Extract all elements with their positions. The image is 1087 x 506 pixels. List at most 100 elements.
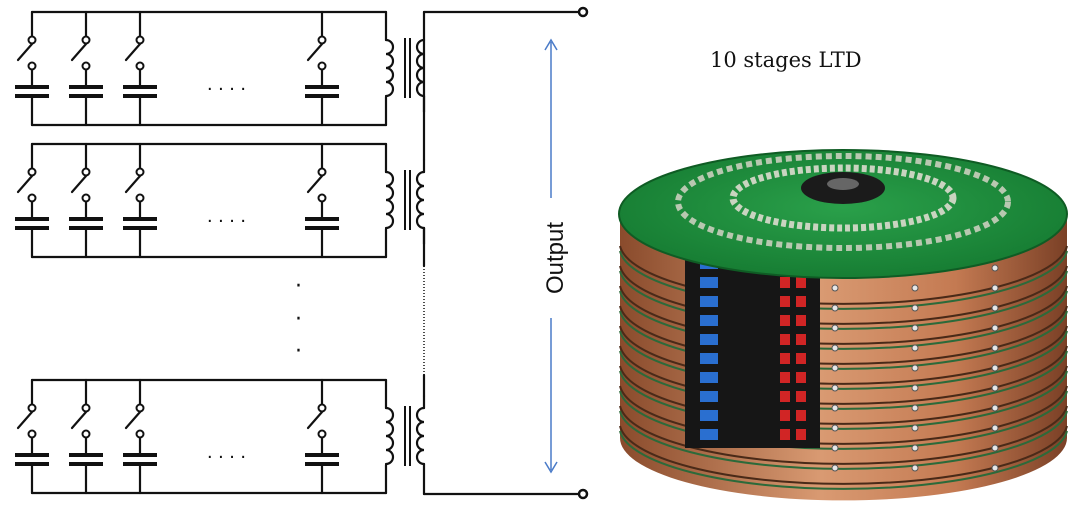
switch-contact bbox=[27, 167, 37, 177]
stage-dots: . . . . bbox=[207, 205, 246, 227]
layer-edge bbox=[619, 325, 1068, 385]
layer-edge bbox=[619, 265, 1068, 325]
red-terminal bbox=[796, 296, 806, 307]
layer-edge bbox=[619, 365, 1068, 425]
switch-blade bbox=[70, 174, 88, 194]
bolt-head bbox=[911, 344, 919, 352]
red-terminal bbox=[780, 353, 790, 364]
output-arrow-head-up bbox=[544, 38, 558, 51]
bolt-head bbox=[911, 464, 919, 472]
switch-capacitor-branch bbox=[123, 10, 157, 127]
switch-contact bbox=[27, 35, 37, 45]
switch-contact bbox=[317, 167, 327, 177]
switch-blade bbox=[306, 42, 324, 62]
ltd-device-photo bbox=[618, 149, 1068, 501]
photo-caption: 10 stages LTD bbox=[710, 48, 862, 72]
layer-pcb-edge bbox=[619, 350, 1068, 410]
bolt-head bbox=[991, 324, 999, 332]
switch-contact bbox=[27, 429, 37, 439]
bolt-head bbox=[911, 424, 919, 432]
red-terminal bbox=[796, 410, 806, 421]
switch-contact bbox=[27, 403, 37, 413]
bolt-head bbox=[991, 424, 999, 432]
output-arrow-head-down bbox=[544, 461, 558, 474]
bolt-head bbox=[911, 304, 919, 312]
switch-contact bbox=[27, 61, 37, 71]
bolt-head bbox=[831, 324, 839, 332]
layer-pcb-edge bbox=[619, 270, 1068, 330]
switch-capacitor-branch bbox=[69, 378, 103, 495]
switch-capacitor-branch bbox=[123, 378, 157, 495]
blue-terminal bbox=[700, 410, 718, 421]
layer-pcb-edge bbox=[619, 370, 1068, 430]
switch-blade bbox=[124, 410, 142, 430]
bolt-head bbox=[991, 464, 999, 472]
blue-terminal bbox=[700, 353, 718, 364]
bolt-head bbox=[831, 284, 839, 292]
red-terminal bbox=[780, 315, 790, 326]
primary-winding bbox=[384, 170, 395, 230]
red-terminal bbox=[796, 334, 806, 345]
layer-edge bbox=[619, 305, 1068, 365]
switch-contact bbox=[81, 429, 91, 439]
red-terminal bbox=[780, 296, 790, 307]
switch-contact bbox=[81, 35, 91, 45]
stage-dots: . . . . bbox=[207, 73, 246, 95]
bolt-head bbox=[831, 424, 839, 432]
output-terminal-bottom bbox=[577, 488, 589, 500]
switch-capacitor-branch bbox=[123, 142, 157, 259]
switch-contact bbox=[81, 193, 91, 203]
layer-pcb-edge bbox=[619, 310, 1068, 370]
ltd-stage bbox=[15, 10, 581, 127]
switch-capacitor-branch bbox=[15, 142, 49, 259]
switch-capacitor-branch bbox=[305, 10, 339, 127]
layer-edge bbox=[619, 345, 1068, 405]
blue-terminal bbox=[700, 372, 718, 383]
switch-contact bbox=[27, 193, 37, 203]
switch-contact bbox=[135, 61, 145, 71]
red-terminal bbox=[796, 429, 806, 440]
switch-blade bbox=[70, 42, 88, 62]
switch-contact bbox=[135, 35, 145, 45]
layer-pcb-edge bbox=[619, 290, 1068, 350]
bolt-head bbox=[831, 404, 839, 412]
switch-contact bbox=[317, 61, 327, 71]
switch-capacitor-branch bbox=[305, 378, 339, 495]
red-terminal bbox=[780, 334, 790, 345]
switch-blade bbox=[16, 410, 34, 430]
switch-capacitor-branch bbox=[69, 10, 103, 127]
blue-terminal bbox=[700, 334, 718, 345]
layer-edge bbox=[619, 245, 1068, 305]
switch-contact bbox=[317, 193, 327, 203]
switch-blade bbox=[70, 410, 88, 430]
switch-capacitor-branch bbox=[15, 378, 49, 495]
switch-contact bbox=[135, 193, 145, 203]
switch-blade bbox=[306, 410, 324, 430]
switch-contact bbox=[135, 429, 145, 439]
layer-pcb-edge bbox=[619, 410, 1068, 470]
bolt-head bbox=[911, 444, 919, 452]
bolt-head bbox=[991, 284, 999, 292]
top-pcb-disk bbox=[618, 149, 1068, 279]
vertical-dot: · bbox=[295, 274, 302, 299]
layer-pcb-edge bbox=[619, 250, 1068, 310]
bolt-head bbox=[991, 384, 999, 392]
switch-contact bbox=[317, 429, 327, 439]
bolt-head bbox=[831, 444, 839, 452]
layer-edge bbox=[619, 285, 1068, 345]
ltd-circuit-schematic: Output · · · . . . . . . . . . . . . bbox=[15, 6, 589, 500]
output-terminal-top bbox=[577, 6, 589, 18]
red-terminal bbox=[796, 372, 806, 383]
switch-blade bbox=[124, 174, 142, 194]
switch-contact bbox=[317, 403, 327, 413]
bolt-head bbox=[831, 464, 839, 472]
switch-capacitor-branch bbox=[305, 142, 339, 259]
blue-terminal bbox=[700, 429, 718, 440]
bolt-head bbox=[831, 304, 839, 312]
switch-blade bbox=[16, 174, 34, 194]
pcb-ring-inner bbox=[729, 164, 957, 232]
switch-contact bbox=[81, 61, 91, 71]
primary-winding bbox=[384, 406, 395, 466]
bolt-head bbox=[991, 404, 999, 412]
